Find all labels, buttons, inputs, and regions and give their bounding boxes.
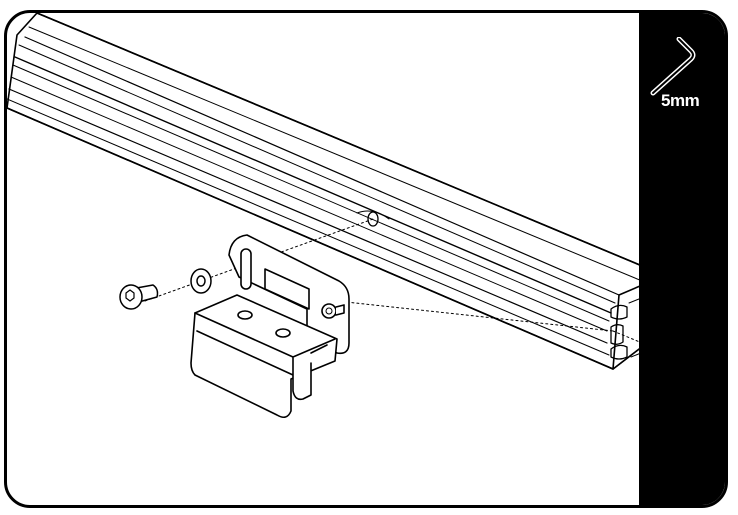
button-head-bolt: [119, 284, 159, 310]
instruction-panel: 5mm: [4, 10, 728, 508]
mounting-bracket: [190, 234, 350, 419]
tool-size-label: 5mm: [661, 91, 700, 110]
aluminum-rail: [7, 13, 647, 370]
tool-sidebar: 5mm: [639, 13, 725, 505]
hex-key-icon: [650, 37, 696, 96]
assembly-drawing: [7, 13, 647, 419]
washer: [190, 268, 212, 294]
